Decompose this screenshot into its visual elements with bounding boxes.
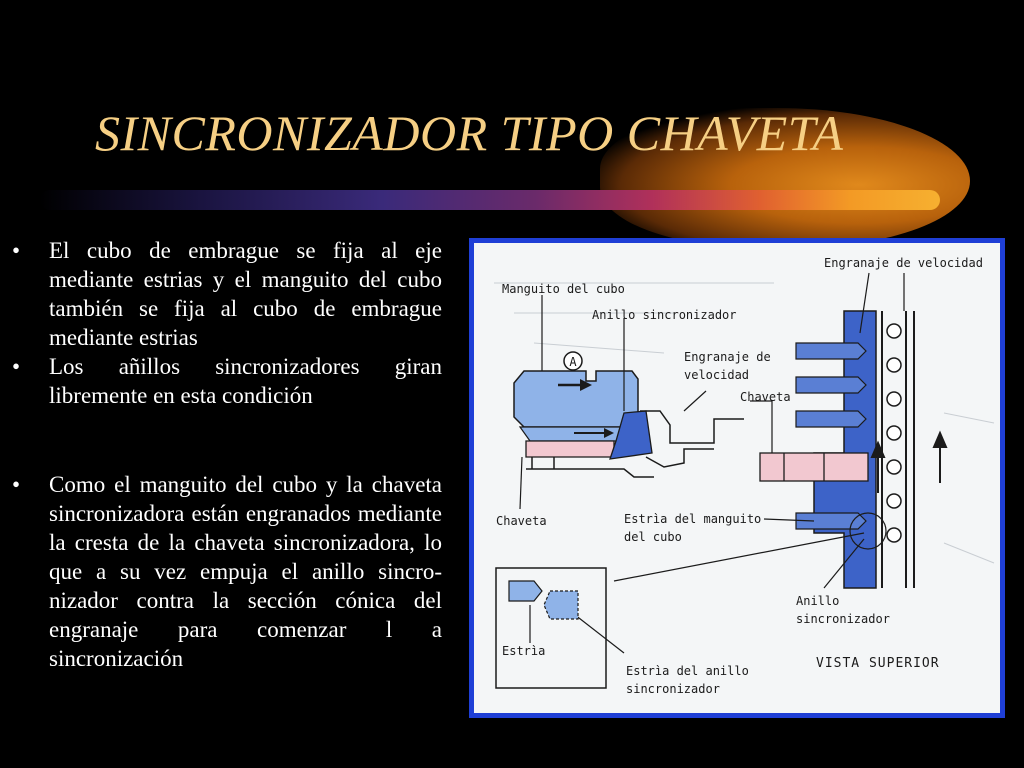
gear-teeth [886,323,902,543]
inset-top-view [495,567,607,689]
bullet-item: Como el manguito del cubo y la chaveta s… [12,470,442,673]
label-estria: Estrìa [502,644,545,658]
label-manguito-del-cubo: Manguito del cubo [502,282,625,296]
circle-a-label: A [569,355,577,369]
leader-lines [519,272,905,654]
direction-arrow-a: A [558,351,614,438]
bullet-item: Los añillos sincronizadores giran librem… [12,352,442,410]
background-sketch [494,282,995,564]
title-glow-decoration [600,108,970,248]
gear-cross-section [526,410,744,478]
label-chaveta-right: Chaveta [740,390,791,404]
label-anillo-2: sincronizador [796,612,890,626]
label-estria-anillo-2: sincronizador [626,682,720,696]
slide-title: SINCRONIZADOR TIPO CHAVETA [95,105,844,161]
synchronizer-diagram: A Engranaje de [474,243,1000,713]
label-chaveta-left: Chaveta [496,514,547,528]
bullet-list: El cubo de embrague se fija al eje media… [12,236,442,673]
key-top-view [759,452,869,482]
title-gradient-bar [40,190,940,210]
label-vista-superior: VISTA SUPERIOR [816,656,940,671]
key-cross-section [525,440,615,458]
label-estria-anillo-1: Estrìa del anillo [626,664,749,678]
rotation-arrows [870,430,948,493]
label-estria-manguito-1: Estrìa del manguito [624,512,761,526]
label-anillo-1: Anillo [796,594,839,608]
bullet-item: El cubo de embrague se fija al eje media… [12,236,442,352]
synchronizer-ring-lines [881,311,915,588]
label-velocidad: velocidad [684,368,749,382]
label-engranaje-de: Engranaje de [684,350,771,364]
label-anillo-sincronizador-top: Anillo sincronizador [592,308,737,322]
sleeve-splines [795,342,867,530]
synchronizer-diagram-frame: A Engranaje de [469,238,1005,718]
label-estria-manguito-2: del cubo [624,530,682,544]
label-engranaje-velocidad-top: Engranaje de velocidad [824,256,983,270]
